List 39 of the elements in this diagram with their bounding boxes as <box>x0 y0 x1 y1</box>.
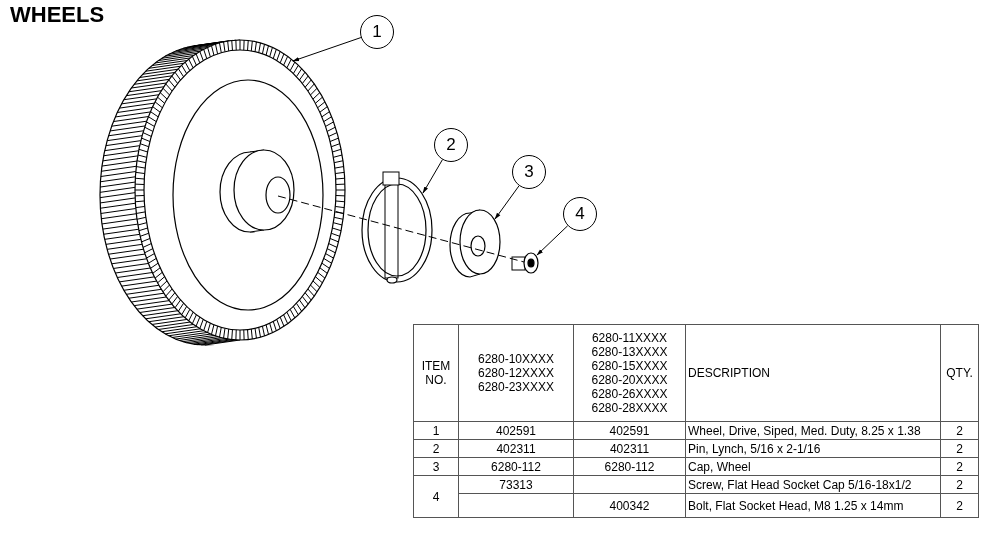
callout-balloon: 4 <box>563 197 597 231</box>
part-description: Screw, Flat Head Socket Cap 5/16-18x1/2 <box>685 475 941 494</box>
quantity: 2 <box>940 457 979 476</box>
part-number: 73313 <box>458 475 574 494</box>
part-number: 402311 <box>458 439 574 458</box>
part-description: Pin, Lynch, 5/16 x 2-1/16 <box>685 439 941 458</box>
callout-balloon: 2 <box>434 128 468 162</box>
part-number: 402591 <box>458 421 574 440</box>
callout-balloon: 1 <box>360 15 394 49</box>
item-number: 3 <box>413 457 459 476</box>
lynch-pin-drawing <box>358 168 436 285</box>
page-title: WHEELS <box>10 2 105 28</box>
quantity: 2 <box>940 493 979 518</box>
screw-drawing <box>508 250 540 276</box>
quantity: 2 <box>940 439 979 458</box>
leader-line <box>494 185 520 220</box>
part-description: Cap, Wheel <box>685 457 941 476</box>
item-number: 2 <box>413 439 459 458</box>
part-number: 402311 <box>573 439 686 458</box>
column-header: QTY. <box>940 324 979 422</box>
item-number: 4 <box>413 475 459 518</box>
quantity: 2 <box>940 421 979 440</box>
part-description: Bolt, Flat Socket Head, M8 1.25 x 14mm <box>685 493 941 518</box>
part-number: 6280-112 <box>573 457 686 476</box>
callout-balloon: 3 <box>512 155 546 189</box>
leader-line <box>292 37 362 62</box>
part-number: 6280-112 <box>458 457 574 476</box>
column-header: DESCRIPTION <box>685 324 941 422</box>
wheel-cap-drawing <box>446 208 502 280</box>
column-header: ITEM NO. <box>413 324 459 422</box>
part-description: Wheel, Drive, Siped, Med. Duty, 8.25 x 1.38 <box>685 421 941 440</box>
part-number: 402591 <box>573 421 686 440</box>
item-number: 1 <box>413 421 459 440</box>
column-header: 6280-11XXXX 6280-13XXXX 6280-15XXXX 6280-20XXXX 6280-26XXXX 6280-28XXXX <box>573 324 686 422</box>
leader-line <box>536 225 569 256</box>
column-header: 6280-10XXXX 6280-12XXXX 6280-23XXXX <box>458 324 574 422</box>
leader-line <box>422 159 443 194</box>
quantity: 2 <box>940 475 979 494</box>
part-number: 400342 <box>573 493 686 518</box>
